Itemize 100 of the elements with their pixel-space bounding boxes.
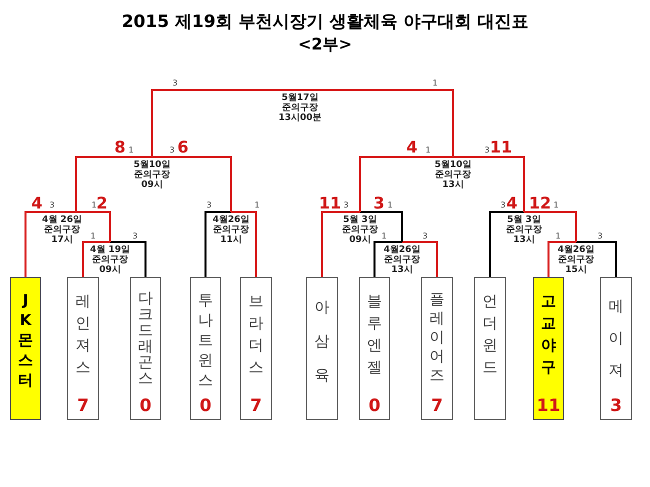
match-date: 5월17일 <box>282 93 318 103</box>
venue-text: 준의구장 <box>282 103 318 113</box>
team-name: 메이져 <box>608 296 624 381</box>
match-date: 4월26일 <box>558 245 594 255</box>
team-name: 투나트윈스 <box>198 290 214 390</box>
small-number: 1 <box>91 200 97 210</box>
team-box <box>421 277 453 420</box>
venue-text: 준의구장 <box>134 170 170 180</box>
venue-text: 준의구장 <box>342 225 378 235</box>
small-number: 1 <box>555 232 561 240</box>
bracket-line <box>524 211 577 242</box>
team-name: 레인져스 <box>75 291 91 378</box>
match-time: 11시 <box>220 235 242 245</box>
bracket-line <box>24 211 62 277</box>
match-date: 5월10일 <box>434 160 472 170</box>
match-time: 13시00분 <box>278 113 322 123</box>
team-box <box>533 277 564 420</box>
score-text: 3 <box>610 396 622 416</box>
bracket-line <box>82 241 110 277</box>
score-number: 6 <box>177 138 189 156</box>
score-number: 3 <box>373 194 385 212</box>
bracket-line <box>548 241 576 277</box>
team-box <box>130 277 161 420</box>
bracket-line <box>374 241 402 277</box>
small-number: 3 <box>597 232 603 240</box>
match-date: 4월26일 <box>212 215 250 225</box>
score-number: 12 <box>528 194 552 212</box>
bracket-line <box>231 211 257 277</box>
score-text: 11 <box>536 396 560 416</box>
small-number: 1 <box>381 232 387 240</box>
team-name: JK몬스터 <box>18 290 34 390</box>
score-text: 7 <box>250 396 262 416</box>
small-number: 3 <box>49 200 55 210</box>
match-date: 4월26일 <box>384 245 420 255</box>
small-number: 3 <box>169 146 175 154</box>
small-number: 1 <box>128 146 134 154</box>
match-date: 4월 19일 <box>90 245 130 255</box>
bracket-line <box>75 156 152 212</box>
small-number: 1 <box>553 200 559 210</box>
team-name: 브라더스 <box>248 291 264 378</box>
venue-text: 준의구장 <box>213 225 249 235</box>
small-number: 3 <box>422 232 428 240</box>
bracket-line <box>152 156 232 212</box>
team-box <box>359 277 390 420</box>
team-name: 플레이어즈 <box>429 290 445 385</box>
score-text: 0 <box>140 396 152 416</box>
match-time: 09시 <box>141 180 163 190</box>
team-name: 아삼육 <box>314 297 330 386</box>
venue-text: 준의구장 <box>44 225 80 235</box>
score-number: 11 <box>318 194 342 212</box>
score-number: 2 <box>96 194 108 212</box>
small-number: 1 <box>432 78 438 88</box>
score-number: 4 <box>31 194 43 212</box>
venue-text: 준의구장 <box>384 255 420 265</box>
venue-text: 준의구장 <box>92 255 128 265</box>
team-box <box>306 277 338 420</box>
title: 2015 제19회 부천시장기 생활체육 야구대회 대진표 <box>120 11 530 33</box>
venue-text: 준의구장 <box>506 225 542 235</box>
team-name: 블루엔젤 <box>366 291 382 378</box>
team-name: 언더윈드 <box>482 291 498 378</box>
team-name: 고교야구 <box>540 291 556 378</box>
small-number: 1 <box>90 232 96 240</box>
bracket-line <box>360 211 403 242</box>
small-number: 3 <box>172 78 178 88</box>
match-time: 17시 <box>51 235 73 245</box>
match-time: 09시 <box>99 265 121 275</box>
match-date: 4월 26일 <box>42 215 82 225</box>
team-box <box>240 277 272 420</box>
bracket-line <box>204 211 231 277</box>
subtitle: <2부> <box>298 34 352 56</box>
team-name: 다크드래곤스 <box>138 290 154 386</box>
score-number: 8 <box>114 138 126 156</box>
score-text: 7 <box>431 396 443 416</box>
venue-text: 준의구장 <box>558 255 594 265</box>
bracket-line <box>300 89 454 157</box>
small-number: 3 <box>500 200 506 210</box>
match-time: 13시 <box>391 265 413 275</box>
match-time: 13시 <box>513 235 535 245</box>
small-number: 1 <box>425 146 431 154</box>
small-number: 3 <box>206 200 212 210</box>
venue-text: 준의구장 <box>435 170 471 180</box>
match-time: 09시 <box>349 235 371 245</box>
small-number: 1 <box>387 200 393 210</box>
bracket-line <box>62 211 111 242</box>
team-box <box>600 277 632 420</box>
match-time: 13시 <box>442 180 464 190</box>
match-date: 5월 3일 <box>343 215 377 225</box>
bracket-line <box>453 156 525 212</box>
score-text: 7 <box>77 396 89 416</box>
match-date: 5월 3일 <box>507 215 541 225</box>
bracket-line <box>110 241 146 277</box>
team-box <box>67 277 99 420</box>
score-text: 0 <box>368 396 380 416</box>
bracket-line <box>359 156 453 212</box>
match-time: 15시 <box>565 265 587 275</box>
small-number: 3 <box>132 232 138 240</box>
score-number: 4 <box>406 138 418 156</box>
score-number: 11 <box>490 138 512 156</box>
match-date: 5월10일 <box>134 160 170 170</box>
small-number: 3 <box>484 146 490 154</box>
